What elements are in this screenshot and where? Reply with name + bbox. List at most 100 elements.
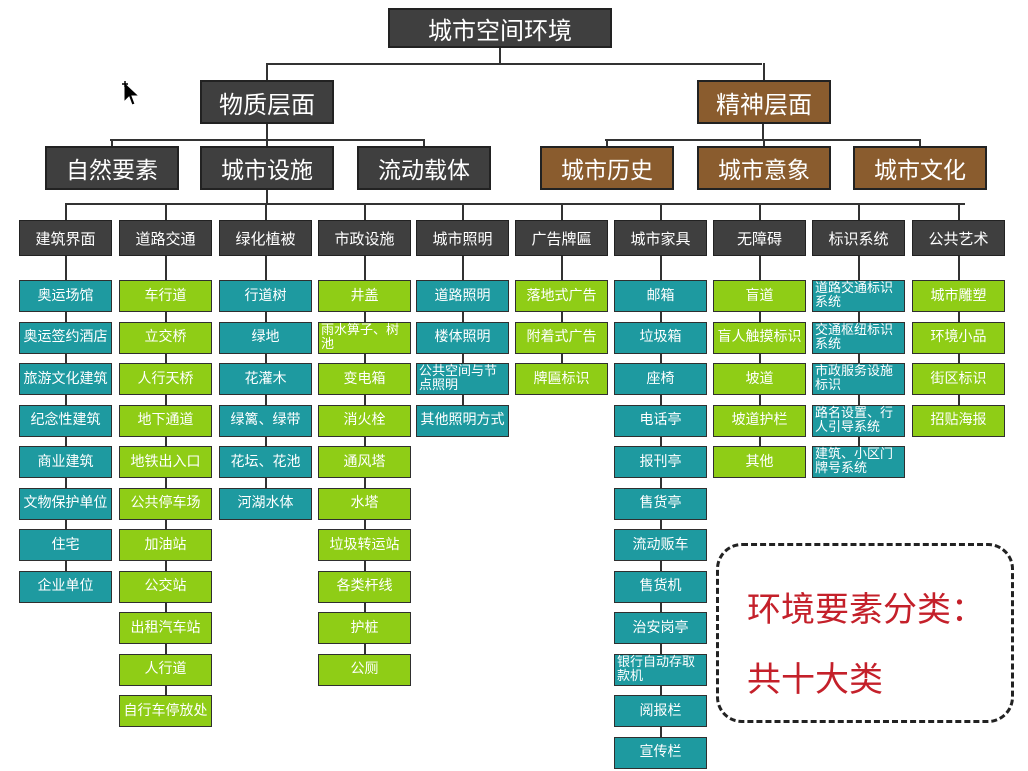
- leaf-node: 垃圾箱: [614, 321, 707, 354]
- level2-node: 城市设施: [200, 146, 334, 190]
- connector-line: [858, 256, 860, 462]
- leaf-node: 商业建筑: [19, 446, 112, 478]
- level2-node: 流动载体: [357, 146, 491, 190]
- leaf-node: 环境小品: [912, 321, 1005, 354]
- connector-line: [165, 256, 167, 711]
- leaf-node: 消火栓: [318, 404, 411, 437]
- connector-line: [561, 256, 563, 379]
- connector-line: [65, 203, 965, 205]
- leaf-node: 绿篱、绿带: [219, 404, 312, 437]
- leaf-node: 招贴海报: [912, 404, 1005, 437]
- connector-line: [266, 190, 268, 204]
- connector-line: [660, 203, 662, 220]
- connector-line: [759, 256, 761, 462]
- leaf-node: 企业单位: [19, 570, 112, 603]
- leaf-node: 花坛、花池: [219, 446, 312, 478]
- leaf-node: 变电箱: [318, 363, 411, 395]
- connector-line: [499, 48, 501, 64]
- leaf-node: 雨水箅子、树池: [318, 321, 411, 354]
- leaf-node: 井盖: [318, 280, 411, 312]
- connector-line: [266, 63, 762, 65]
- summary-line-2: 共十大类: [747, 660, 883, 700]
- leaf-node: 公共空间与节点照明: [416, 363, 509, 395]
- level2-node: 城市历史: [540, 146, 674, 190]
- connector-line: [165, 203, 167, 220]
- leaf-node: 楼体照明: [416, 321, 509, 354]
- leaf-node: 盲人触摸标识: [713, 321, 806, 354]
- leaf-node: 公共停车场: [119, 487, 212, 520]
- level2-node: 城市文化: [853, 146, 987, 190]
- leaf-node: 奥运签约酒店: [19, 321, 112, 354]
- leaf-node: 落地式广告: [515, 280, 608, 312]
- category-node: 市政设施: [318, 220, 411, 256]
- leaf-node: 电话亭: [614, 404, 707, 437]
- category-node: 建筑界面: [19, 220, 112, 256]
- connector-line: [919, 139, 921, 146]
- level2-node: 自然要素: [45, 146, 179, 190]
- summary-callout: 环境要素分类： 共十大类: [716, 543, 1014, 723]
- leaf-node: 住宅: [19, 529, 112, 561]
- connector-line: [763, 63, 765, 80]
- level2-node: 城市意象: [697, 146, 831, 190]
- connector-line: [462, 203, 464, 220]
- leaf-node: 出租汽车站: [119, 612, 212, 644]
- leaf-node: 水塔: [318, 487, 411, 520]
- leaf-node: 市政服务设施标识: [812, 363, 905, 395]
- connector-line: [763, 139, 765, 146]
- connector-line: [65, 203, 67, 220]
- leaf-node: 其他照明方式: [416, 404, 509, 437]
- leaf-node: 纪念性建筑: [19, 404, 112, 437]
- leaf-node: 绿地: [219, 321, 312, 354]
- connector-line: [606, 139, 608, 146]
- level1-node: 精神层面: [697, 80, 831, 124]
- connector-line: [423, 139, 425, 146]
- leaf-node: 护桩: [318, 612, 411, 644]
- connector-line: [266, 63, 268, 80]
- leaf-node: 交通枢纽标识系统: [812, 321, 905, 354]
- connector-line: [605, 139, 919, 141]
- leaf-node: 花灌木: [219, 363, 312, 395]
- leaf-node: 牌匾标识: [515, 363, 608, 395]
- leaf-node: 道路交通标识系统: [812, 280, 905, 312]
- connector-line: [364, 203, 366, 220]
- leaf-node: 车行道: [119, 280, 212, 312]
- category-node: 城市家具: [614, 220, 707, 256]
- category-node: 道路交通: [119, 220, 212, 256]
- connector-line: [265, 203, 267, 220]
- connector-line: [266, 124, 268, 140]
- leaf-node: 立交桥: [119, 321, 212, 354]
- category-node: 广告牌匾: [515, 220, 608, 256]
- leaf-node: 各类杆线: [318, 570, 411, 603]
- leaf-node: 流动贩车: [614, 529, 707, 561]
- connector-line: [111, 139, 113, 146]
- leaf-node: 治安岗亭: [614, 612, 707, 644]
- leaf-node: 道路照明: [416, 280, 509, 312]
- connector-line: [958, 203, 960, 220]
- leaf-node: 邮箱: [614, 280, 707, 312]
- root-node: 城市空间环境: [388, 8, 612, 48]
- category-node: 城市照明: [416, 220, 509, 256]
- leaf-node: 地铁出入口: [119, 446, 212, 478]
- leaf-node: 行道树: [219, 280, 312, 312]
- leaf-node: 宣传栏: [614, 736, 707, 769]
- leaf-node: 奥运场馆: [19, 280, 112, 312]
- leaf-node: 垃圾转运站: [318, 529, 411, 561]
- leaf-node: 坡道护栏: [713, 404, 806, 437]
- connector-line: [759, 203, 761, 220]
- leaf-node: 人行道: [119, 653, 212, 686]
- leaf-node: 街区标识: [912, 363, 1005, 395]
- leaf-node: 路名设置、行人引导系统: [812, 404, 905, 437]
- leaf-node: 阅报栏: [614, 695, 707, 727]
- category-node: 绿化植被: [219, 220, 312, 256]
- leaf-node: 报刊亭: [614, 446, 707, 478]
- leaf-node: 坡道: [713, 363, 806, 395]
- category-node: 标识系统: [812, 220, 905, 256]
- leaf-node: 城市雕塑: [912, 280, 1005, 312]
- leaf-node: 建筑、小区门牌号系统: [812, 446, 905, 478]
- summary-line-1: 环境要素分类：: [747, 590, 985, 630]
- level1-node: 物质层面: [200, 80, 334, 124]
- leaf-node: 加油站: [119, 529, 212, 561]
- leaf-node: 人行天桥: [119, 363, 212, 395]
- leaf-node: 自行车停放处: [119, 695, 212, 727]
- leaf-node: 附着式广告: [515, 321, 608, 354]
